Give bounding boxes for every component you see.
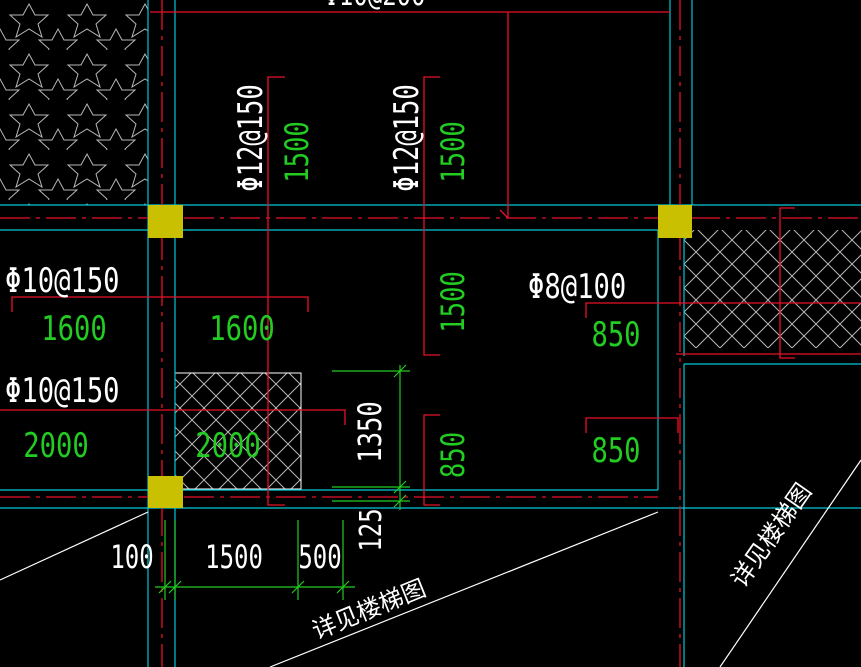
label-v1: Φ12@150: [231, 84, 271, 191]
hatch-herringbone-right: [684, 230, 861, 348]
hatch-star-region: [0, 0, 148, 205]
column-top-right: [658, 205, 692, 238]
label-l1: Φ10@150: [5, 261, 120, 301]
dimension-lines: [155, 364, 410, 600]
dim-125: 125: [354, 508, 388, 551]
length-v1: 1500: [278, 121, 316, 183]
length-l1-right: 1600: [209, 309, 274, 349]
dim-1350: 1350: [351, 401, 389, 463]
dim-1500: 1500: [205, 539, 263, 576]
note-stair-left: 详见楼梯图: [308, 574, 430, 645]
label-top-cut: Φ10@200: [324, 0, 425, 13]
length-l2-right: 2000: [195, 426, 260, 466]
length-v2: 1500: [434, 121, 472, 183]
label-l2: Φ10@150: [5, 371, 120, 411]
label-r1: Φ8@100: [528, 267, 626, 307]
note-stair-right: 详见楼梯图: [726, 478, 818, 592]
length-c1: 850: [434, 432, 472, 478]
length-v3: 1500: [434, 271, 472, 333]
column-bottom-left: [148, 476, 183, 508]
dim-500: 500: [298, 539, 341, 576]
dim-100: 100: [110, 539, 153, 576]
stair-outlines: [0, 459, 861, 667]
length-r2: 850: [591, 431, 640, 471]
length-r1: 850: [591, 315, 640, 355]
label-v2: Φ12@150: [387, 84, 427, 191]
column-top-left: [148, 205, 183, 238]
length-l1-left: 1600: [41, 309, 106, 349]
length-l2-left: 2000: [23, 426, 88, 466]
hatch-herringbone-opening: [174, 372, 302, 490]
